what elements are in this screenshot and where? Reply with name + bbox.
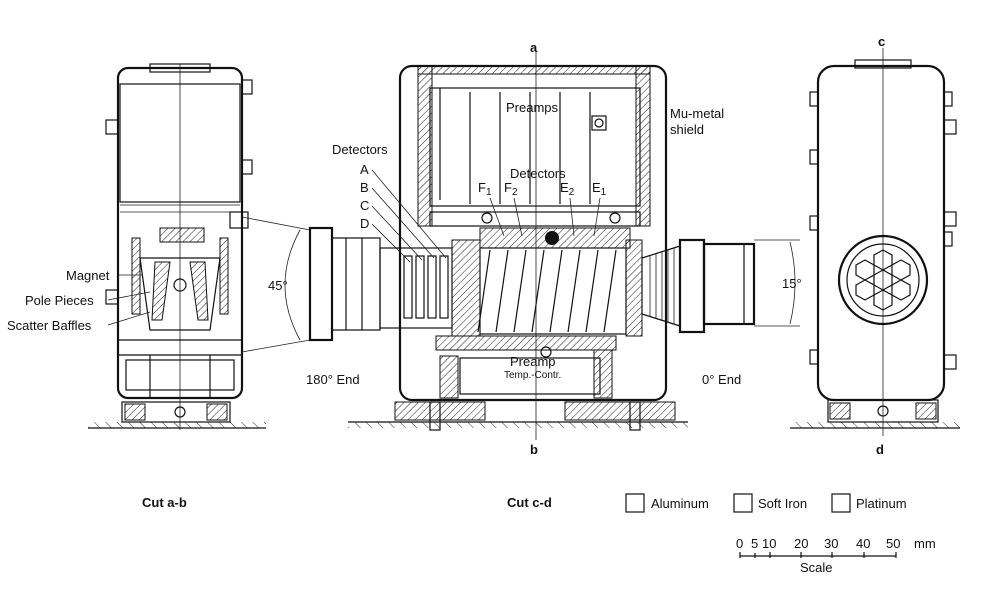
magnet-block — [159, 227, 205, 243]
preamps-label: Preamps — [506, 100, 559, 115]
f1-label: F1 — [478, 180, 492, 198]
mu-metal-label: Mu-metal — [670, 106, 724, 121]
cut-cd-caption: Cut c-d — [507, 495, 552, 510]
det-letter-c: C — [360, 198, 369, 213]
det-letter-b: B — [360, 180, 369, 195]
pole-piece-right — [189, 261, 209, 321]
cut-c-label: c — [878, 34, 885, 49]
right-view: 15° c d — [754, 34, 960, 457]
scale-tick-5: 5 — [751, 536, 758, 551]
center-view: a b Detectors A B C D Preamps Detectors … — [306, 40, 756, 510]
angle-45-label: 45° — [268, 278, 288, 293]
cut-ab-caption: Cut a-b — [142, 495, 187, 510]
foot-right — [564, 401, 676, 421]
magnet-yoke — [139, 257, 221, 331]
detector-center-hole — [545, 231, 559, 245]
f2-label: F2 — [504, 180, 518, 198]
det-letter-d: D — [360, 216, 369, 231]
preamp-box — [429, 87, 641, 207]
e2-label: E2 — [560, 180, 575, 198]
legend-aluminum: Aluminum — [651, 496, 709, 511]
scale-tick-0: 0 — [736, 536, 743, 551]
legend-platinum: Platinum — [856, 496, 907, 511]
cut-b-label: b — [530, 442, 538, 457]
e1-label: E1 — [592, 180, 607, 198]
det-letter-a: A — [360, 162, 369, 177]
bellows-0 — [641, 245, 681, 327]
detectors-inner-label: Detectors — [510, 166, 566, 181]
right-housing — [816, 64, 946, 402]
shield-label: shield — [670, 122, 704, 137]
legend-swatch-platinum — [831, 493, 851, 513]
scale-tick-10: 10 — [762, 536, 776, 551]
scale-tick-30: 30 — [824, 536, 838, 551]
scale-tick-20: 20 — [794, 536, 808, 551]
scale-label: Scale — [800, 560, 833, 575]
flange-180 — [308, 226, 334, 342]
legend-soft-iron: Soft Iron — [758, 496, 807, 511]
left-view: Magnet Pole Pieces Scatter Baffles 45° C… — [7, 63, 311, 510]
temp-contr-label: Temp.-Contr. — [504, 370, 561, 381]
end-0-label: 0° End — [702, 372, 741, 387]
legend-swatch-aluminum — [625, 493, 645, 513]
scale-bar: 0 5 10 20 30 40 50 mm Scale — [736, 536, 936, 575]
angle-15-label: 15° — [782, 276, 802, 291]
scale-tick-50: 50 — [886, 536, 900, 551]
scatter-baffles-label: Scatter Baffles — [7, 318, 92, 333]
magnet-label: Magnet — [66, 268, 110, 283]
right-ground — [790, 422, 960, 428]
preamp-label: Preamp — [510, 354, 556, 369]
pole-pieces-label: Pole Pieces — [25, 293, 94, 308]
legend-swatch-soft-iron — [733, 493, 753, 513]
cut-d-label: d — [876, 442, 884, 457]
material-legend: Aluminum Soft Iron Platinum — [625, 493, 907, 513]
window-outer — [837, 234, 929, 326]
end-180-label: 180° End — [306, 372, 360, 387]
spiral-lines — [477, 249, 617, 333]
scale-tick-40: 40 — [856, 536, 870, 551]
scale-unit: mm — [914, 536, 936, 551]
left-ground — [88, 422, 266, 428]
detectors-left-label: Detectors — [332, 142, 388, 157]
cut-a-label: a — [530, 40, 538, 55]
pole-piece-left — [151, 261, 171, 321]
left-base — [121, 401, 231, 423]
flange-0 — [702, 242, 756, 326]
center-ground — [348, 422, 688, 428]
hex-detector-array — [855, 249, 911, 311]
